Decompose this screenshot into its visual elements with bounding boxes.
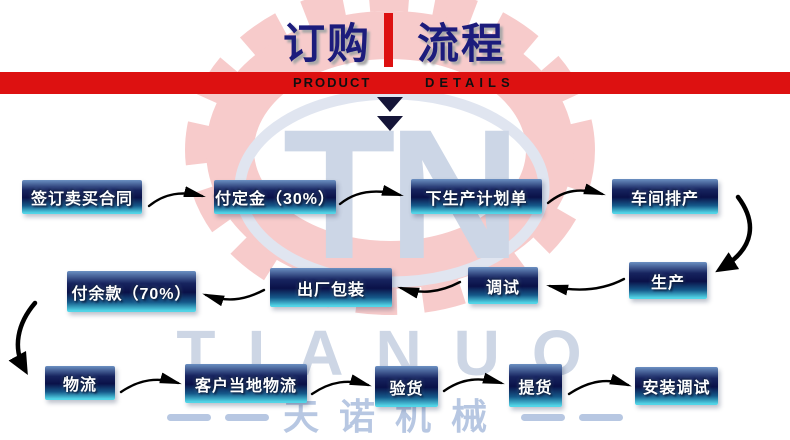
flow-arrow [715, 194, 753, 273]
flow-arrow [546, 183, 606, 205]
flow-arrow [310, 374, 372, 396]
flow-node-pay-balance: 付余款（70%） [67, 271, 196, 312]
banner-subtitle-details: DETAILS [425, 75, 515, 90]
flow-node-pay-deposit: 付定金（30%） [214, 180, 336, 214]
flow-arrow [338, 184, 404, 206]
flow-node-local-logistics: 客户当地物流 [185, 364, 307, 403]
page-title-left: 订购 [283, 20, 372, 67]
flow-node-debugging: 调试 [468, 267, 538, 304]
flow-arrow [202, 288, 266, 307]
down-arrow-icon [377, 97, 403, 112]
flow-arrow [442, 372, 505, 393]
flow-arrow [546, 277, 626, 296]
dash-decoration [521, 413, 565, 421]
flow-node-installation: 安装调试 [635, 367, 718, 405]
flow-arrow [147, 186, 206, 208]
page-title-right: 流程 [417, 20, 506, 67]
red-banner [0, 72, 790, 94]
flow-node-factory-packaging: 出厂包装 [270, 268, 392, 307]
flow-node-inspection: 验货 [375, 366, 438, 407]
dash-decoration [166, 413, 211, 421]
flow-node-sign-contract: 签订卖买合同 [22, 180, 142, 214]
flow-node-pickup: 提货 [509, 364, 562, 407]
flow-node-production: 生产 [629, 262, 707, 299]
title-divider-bar [384, 13, 393, 67]
flow-arrow [8, 300, 38, 376]
flow-node-production-plan: 下生产计划单 [411, 179, 542, 214]
flow-arrow [567, 373, 632, 396]
flow-arrow [397, 280, 462, 299]
down-arrow-icon [377, 116, 403, 131]
dash-decoration [224, 413, 269, 421]
flow-node-workshop-scheduling: 车间排产 [612, 179, 718, 214]
dash-decoration [579, 413, 623, 421]
flow-node-logistics: 物流 [45, 366, 115, 400]
banner-subtitle-product: PRODUCT [293, 75, 372, 90]
flow-arrow [119, 372, 182, 394]
